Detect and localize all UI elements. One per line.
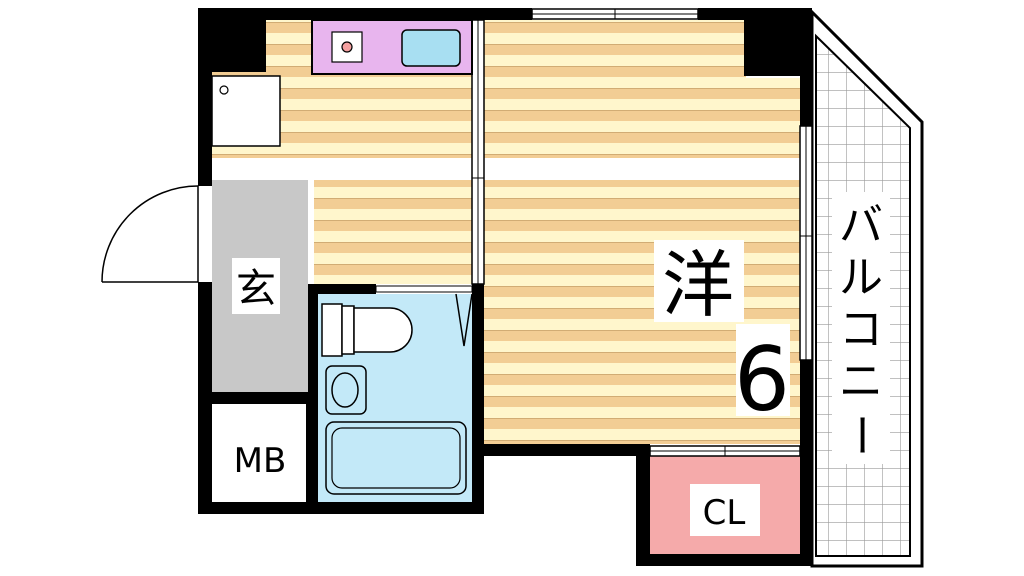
appliance-space (211, 75, 281, 147)
kitchen-counter (311, 19, 473, 75)
western-white-strip (484, 158, 800, 180)
wall-right-lower (800, 360, 812, 566)
entrance-label: 玄 (236, 266, 276, 312)
front-door[interactable] (101, 185, 212, 283)
walls (198, 8, 812, 566)
meter-box: MB (212, 404, 306, 502)
wall-top-left (198, 8, 532, 20)
room-size-label: 6 (734, 328, 790, 431)
balcony-label-bg (832, 192, 890, 464)
balcony-char: コ (839, 304, 883, 355)
hall-white-strip (212, 158, 474, 180)
hall-floor (314, 180, 474, 284)
wall-bottom-left (198, 502, 484, 514)
bathroom (318, 285, 473, 502)
balcony-char: ル (839, 252, 883, 303)
balcony-char: バ (839, 200, 883, 251)
corner-column-right (744, 8, 812, 76)
meter-box-label: MB (234, 441, 287, 481)
balcony-label: バ ル コ ニ ー (835, 200, 886, 457)
balcony-char: ー (835, 413, 886, 457)
balcony (810, 8, 924, 568)
wall-bath-top (306, 284, 376, 294)
appliance-drain-icon (219, 85, 229, 95)
kitchen-sink (401, 29, 461, 67)
washbasin-icon (325, 365, 367, 415)
western-room-label: 洋 (662, 243, 734, 327)
wall-left-upper (198, 8, 212, 186)
bathroom-door[interactable] (375, 285, 473, 293)
balcony-char: ニ (839, 356, 883, 407)
wall-closet-left (636, 444, 650, 566)
room-size-bg (736, 324, 790, 416)
closet-label-bg (690, 484, 760, 536)
wall-room-bottom (484, 444, 640, 456)
bath-door-swing (455, 293, 473, 347)
closet-label: CL (703, 493, 746, 533)
sliding-partition (471, 19, 485, 285)
toilet-icon (321, 303, 413, 357)
bathtub-inner (331, 427, 461, 489)
western-room-label-bg (654, 240, 744, 322)
entrance-label-bg (232, 258, 280, 314)
western-room: 洋 6 (654, 240, 790, 431)
closet: CL (649, 445, 801, 554)
wall-mb-top (198, 392, 318, 404)
wall-bath-right (472, 284, 484, 514)
burner-icon (341, 41, 353, 53)
entrance: 玄 (212, 180, 308, 392)
window-top (531, 8, 699, 20)
wall-right-upper (800, 76, 812, 126)
wall-closet-bottom (636, 554, 812, 566)
door-swing-arc (101, 185, 199, 283)
balcony-window (799, 125, 813, 361)
